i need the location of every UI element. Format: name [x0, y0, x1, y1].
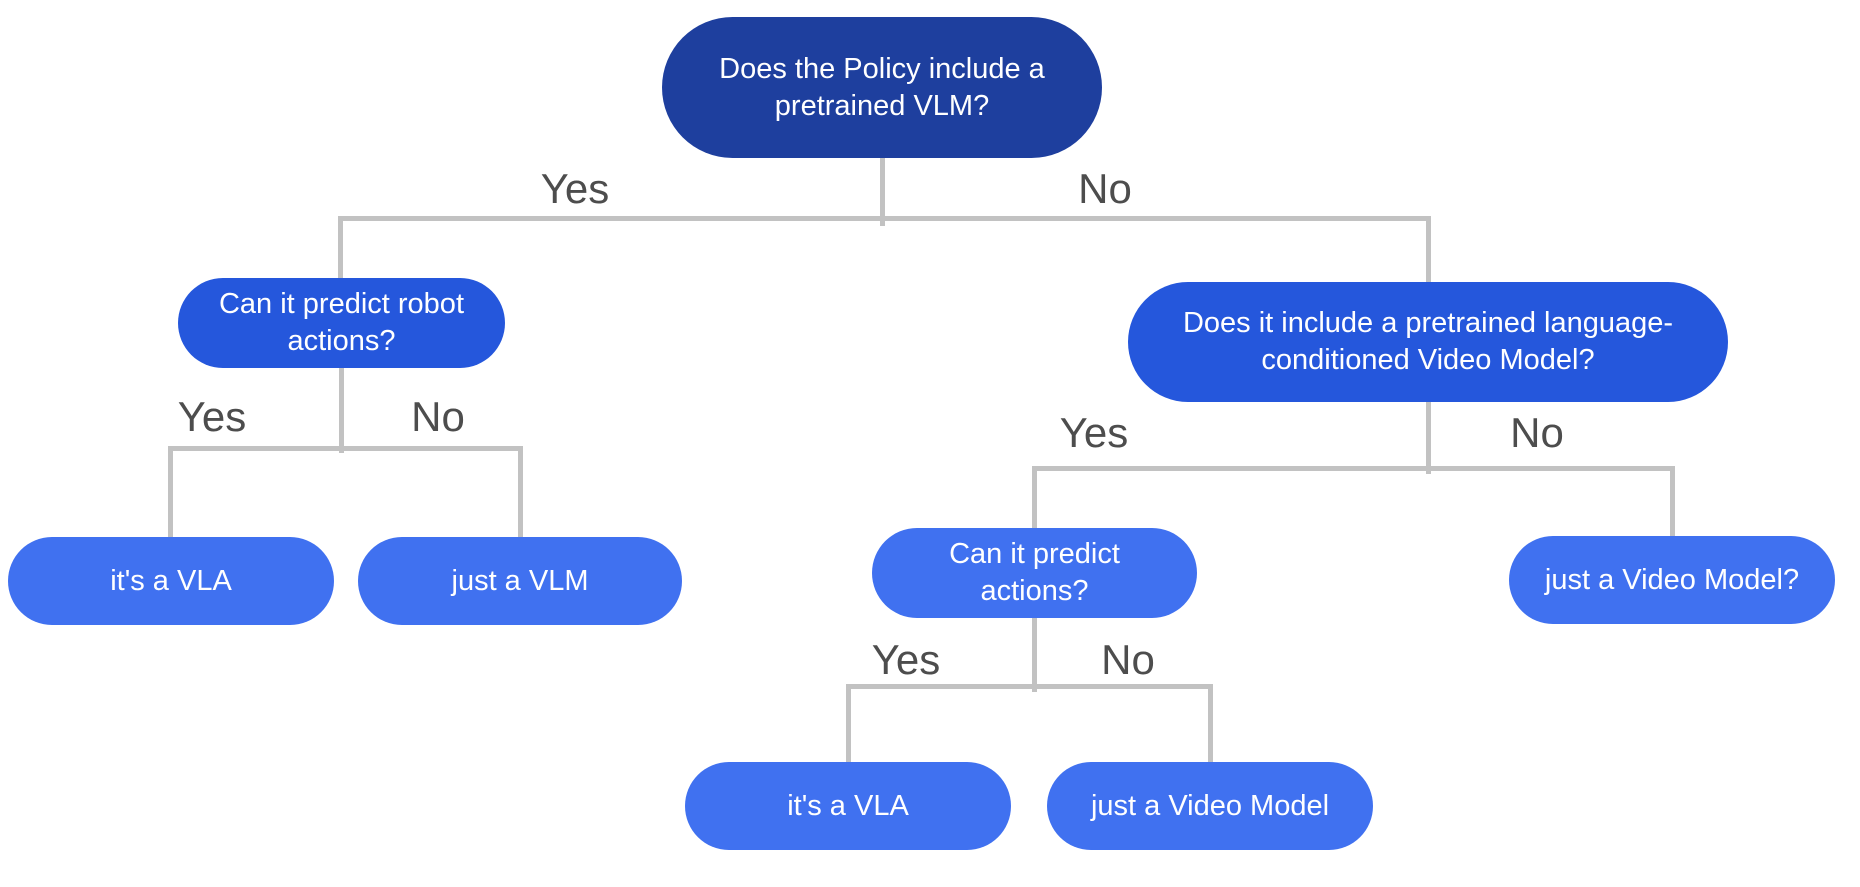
connector-left-question-stem — [339, 368, 344, 453]
node-root-question: Does the Policy include a pretrained VLM… — [662, 17, 1102, 158]
edge-label-no: No — [1101, 636, 1155, 683]
edge-label-no: No — [1510, 409, 1564, 456]
connector-left-yes-drop — [168, 446, 173, 537]
connector-root-stem — [880, 158, 885, 226]
connector-mid-question-stem — [1032, 618, 1037, 692]
connector-right-question-crossbar — [1032, 466, 1675, 471]
edge-label-yes: Yes — [1059, 409, 1129, 456]
connector-root-no-drop — [1426, 216, 1431, 282]
connector-mid-question-crossbar — [846, 684, 1213, 689]
node-leaf-just-a-video-model-question: just a Video Model? — [1509, 536, 1835, 624]
connector-root-crossbar — [338, 216, 1431, 221]
node-leaf-its-a-vla: it's a VLA — [8, 537, 334, 625]
node-question-pretrained-video-model: Does it include a pretrained language-co… — [1128, 282, 1728, 402]
connector-left-no-drop — [518, 446, 523, 537]
connector-root-yes-drop — [338, 216, 343, 278]
connector-mid-yes-drop — [846, 684, 851, 762]
connector-right-question-stem — [1426, 402, 1431, 474]
edge-label-yes: Yes — [540, 165, 610, 212]
node-leaf-its-a-vla-bottom: it's a VLA — [685, 762, 1011, 850]
node-leaf-just-a-video-model: just a Video Model — [1047, 762, 1373, 850]
connector-mid-no-drop — [1208, 684, 1213, 762]
edge-label-yes: Yes — [871, 636, 941, 683]
edge-label-no: No — [1078, 165, 1132, 212]
node-question-predict-robot-actions: Can it predict robot actions? — [178, 278, 505, 368]
node-leaf-just-a-vlm: just a VLM — [358, 537, 682, 625]
edge-label-yes: Yes — [177, 393, 247, 440]
connector-left-question-crossbar — [168, 446, 523, 451]
connector-right-yes-drop — [1032, 466, 1037, 528]
connector-right-no-drop — [1670, 466, 1675, 536]
node-question-predict-actions: Can it predict actions? — [872, 528, 1197, 618]
edge-label-no: No — [411, 393, 465, 440]
